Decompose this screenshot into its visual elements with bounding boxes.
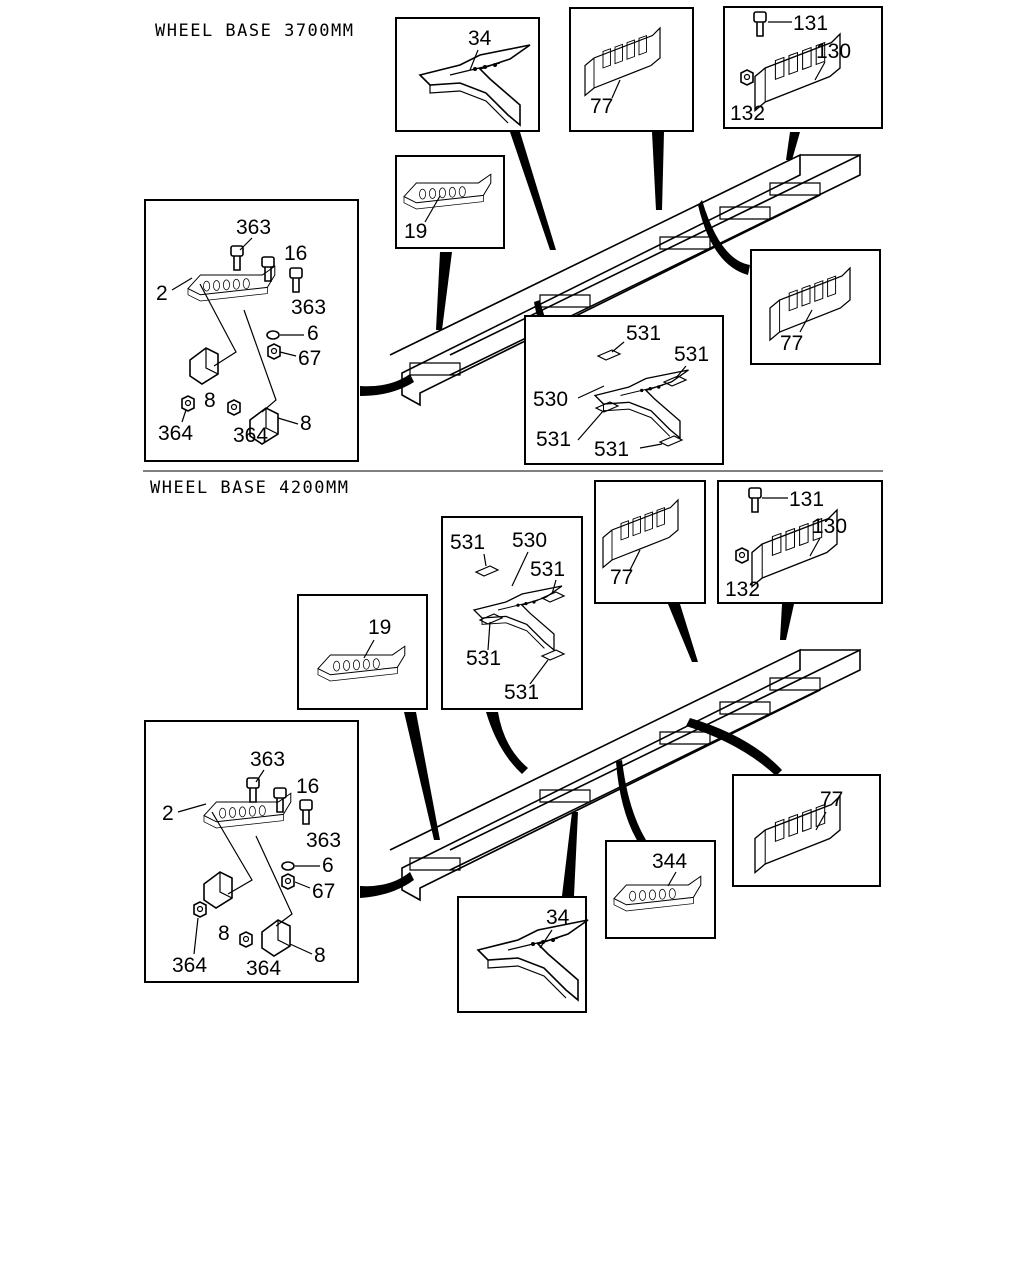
label-130: 130 [816, 40, 851, 63]
label-8-b-4200: 8 [314, 944, 326, 967]
label-132: 132 [730, 102, 765, 125]
section-title-wheelbase-3700: WHEEL BASE 3700MM [155, 21, 355, 41]
label-363-b-4200: 363 [306, 829, 341, 852]
label-8-a-4200: 8 [218, 922, 230, 945]
label-530-4200: 530 [512, 529, 547, 552]
label-34-4200: 34 [546, 906, 570, 929]
label-19-top: 19 [404, 220, 427, 243]
label-16: 16 [284, 242, 307, 265]
label-531-d: 531 [594, 438, 629, 461]
detail-box-77-top: 77 [569, 7, 694, 132]
detail-box-530-4200: 531 530 531 531 531 [441, 516, 583, 710]
label-530: 530 [533, 388, 568, 411]
label-363-a: 363 [236, 216, 271, 239]
label-531-b: 531 [674, 343, 709, 366]
washer-6-drawing [266, 330, 280, 340]
detail-box-19-4200: 19 [297, 594, 428, 710]
label-364-b: 364 [233, 424, 268, 447]
label-131-4200: 131 [789, 488, 824, 511]
label-6-4200: 6 [322, 854, 334, 877]
leader-lines-3700 [360, 132, 800, 396]
label-77-right-4200: 77 [820, 788, 843, 811]
detail-box-77-top-4200: 77 [594, 480, 706, 604]
detail-box-530: 531 531 530 531 531 [524, 315, 724, 465]
detail-box-19-top: 19 [395, 155, 505, 249]
label-77-right: 77 [780, 332, 803, 355]
leader-lines-4200 [360, 604, 794, 898]
label-531-d-4200: 531 [504, 681, 539, 704]
detail-box-77-right: 77 [750, 249, 881, 365]
label-8-b: 8 [300, 412, 312, 435]
label-364-b-4200: 364 [246, 957, 281, 980]
label-34: 34 [468, 27, 492, 50]
label-531-c-4200: 531 [466, 647, 501, 670]
detail-box-34: 34 [395, 17, 540, 132]
detail-box-34-4200: 34 [457, 896, 589, 1013]
label-8-a: 8 [204, 389, 216, 412]
label-531-a-4200: 531 [450, 531, 485, 554]
section-title-wheelbase-4200: WHEEL BASE 4200MM [150, 478, 350, 498]
bracket-8-a-4200-drawing [203, 871, 233, 909]
label-16-4200: 16 [296, 775, 319, 798]
label-2: 2 [156, 282, 168, 305]
label-364-a-4200: 364 [172, 954, 207, 977]
label-344: 344 [652, 850, 687, 873]
label-131: 131 [793, 12, 828, 35]
label-67-4200: 67 [312, 880, 335, 903]
label-364-a: 364 [158, 422, 193, 445]
label-531-c: 531 [536, 428, 571, 451]
label-130-4200: 130 [812, 515, 847, 538]
detail-box-130-4200: 131 130 132 [717, 480, 883, 604]
bracket-8-b-4200-drawing [261, 919, 291, 957]
detail-box-77-right-4200: 77 [732, 774, 881, 887]
label-77-top-4200: 77 [610, 566, 633, 589]
label-19-4200: 19 [368, 616, 391, 639]
detail-box-bracket-4200: 363 16 2 363 6 67 8 364 364 8 [144, 720, 359, 983]
label-6: 6 [307, 322, 319, 345]
detail-box-130: 131 130 132 [723, 6, 883, 129]
label-67: 67 [298, 347, 321, 370]
label-77-top: 77 [590, 95, 613, 118]
label-132-4200: 132 [725, 578, 760, 601]
label-363-b: 363 [291, 296, 326, 319]
bracket-8-a-drawing [189, 347, 219, 385]
washer-6-4200-drawing [281, 861, 295, 871]
label-2-4200: 2 [162, 802, 174, 825]
detail-box-bracket-3700: 363 16 2 363 6 67 8 364 364 8 [144, 199, 359, 462]
detail-box-344: 344 [605, 840, 716, 939]
label-531-b-4200: 531 [530, 558, 565, 581]
label-363-a-4200: 363 [250, 748, 285, 771]
label-531-a: 531 [626, 322, 661, 345]
